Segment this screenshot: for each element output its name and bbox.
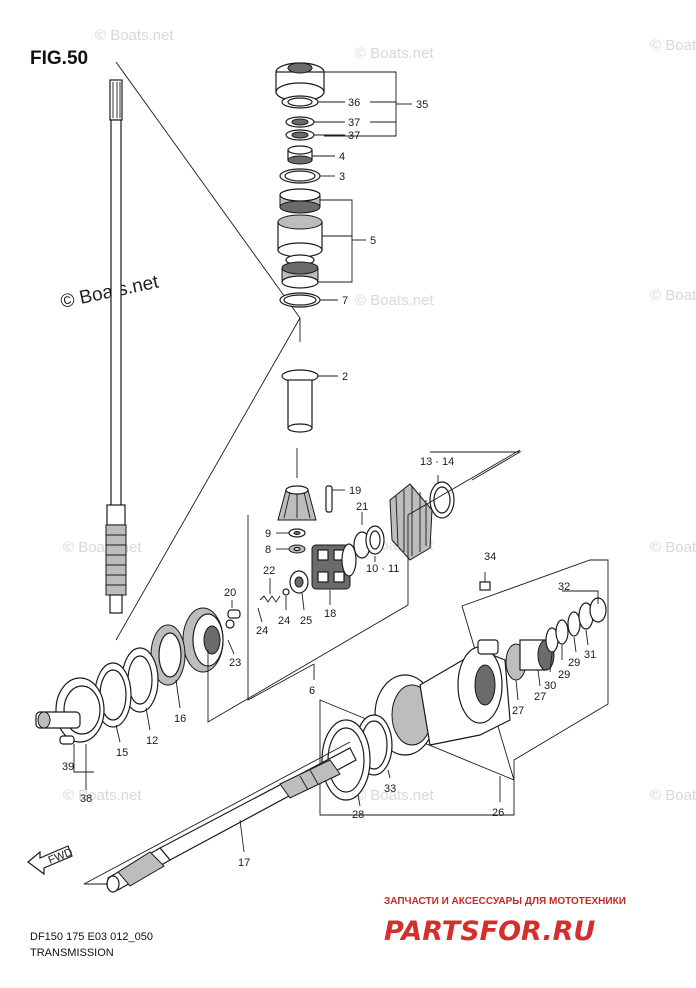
callout-19: 19 — [349, 485, 361, 497]
sleeve-2 — [281, 369, 319, 433]
seal-36 — [281, 95, 319, 109]
figure-title: FIG.50 — [30, 48, 88, 69]
shim-3 — [279, 168, 321, 184]
callout-30: 30 — [544, 680, 556, 692]
washer-9 — [288, 528, 306, 538]
callout-3: 3 — [339, 171, 345, 183]
watermark-4: © Boats.net — [355, 292, 434, 309]
watermark-11: © Boats.net — [650, 787, 696, 804]
shim-13-14 — [429, 481, 455, 519]
spring-22 — [259, 595, 281, 603]
propeller-shaft-17 — [106, 747, 357, 893]
callout-12: 12 — [146, 735, 158, 747]
nut-8 — [288, 544, 306, 554]
washer-25 — [289, 570, 309, 594]
needle-bearing-27 — [505, 639, 555, 681]
callout-26: 26 — [492, 807, 504, 819]
callout-7: 7 — [342, 295, 348, 307]
watermark-2: © Boats.net — [355, 45, 434, 62]
callout-38: 38 — [80, 793, 92, 805]
callout-37a: 37 — [348, 117, 360, 129]
callout-4: 4 — [339, 151, 345, 163]
bevel-gear — [389, 483, 433, 561]
shim-10-11 — [353, 525, 385, 559]
bolt-34 — [479, 572, 491, 591]
fwd-label: FWD — [47, 846, 75, 867]
callout-10-11: 10 · 11 — [366, 563, 399, 575]
brand-logo[interactable]: PARTSFOR.RU — [384, 916, 595, 947]
callout-2: 2 — [342, 371, 348, 383]
fwd-arrow-icon: FWD — [27, 845, 75, 876]
brand-tagline: ЗАПЧАСТИ И АКСЕССУАРЫ ДЛЯ МОТОТЕХНИКИ — [384, 896, 626, 907]
circlip-7 — [279, 292, 321, 308]
drive-shaft — [105, 79, 127, 614]
callout-23: 23 — [229, 657, 241, 669]
reverse-gear — [182, 607, 224, 673]
oil-seal-37a — [285, 116, 315, 128]
callout-39: 39 — [62, 761, 74, 773]
callout-15: 15 — [116, 747, 128, 759]
ball-24a — [282, 588, 290, 596]
callout-29b: 29 — [558, 669, 570, 681]
callout-5: 5 — [370, 235, 376, 247]
bearing-5 — [277, 188, 323, 289]
section-title: TRANSMISSION — [30, 947, 114, 959]
pinion-gear — [277, 485, 317, 521]
watermark-6: © Boats.net — [63, 539, 142, 556]
watermark-8: © Boats.net — [650, 539, 696, 556]
callout-34: 34 — [484, 551, 496, 563]
callout-24b: 24 — [256, 625, 268, 637]
callout-32: 32 — [558, 581, 570, 593]
watermark-center: © Boats.net — [59, 272, 161, 313]
callout-18: 18 — [324, 608, 336, 620]
bearing-housing-35 — [275, 62, 325, 102]
callout-24a: 24 — [278, 615, 290, 627]
callout-27a: 27 — [512, 705, 524, 717]
callout-9: 9 — [265, 528, 271, 540]
callout-25: 25 — [300, 615, 312, 627]
callout-8: 8 — [265, 544, 271, 556]
callout-36: 36 — [348, 97, 360, 109]
housing-26 — [374, 639, 511, 756]
bearing-4 — [287, 145, 313, 165]
callout-35: 35 — [416, 99, 428, 111]
callout-37b: 37 — [348, 130, 360, 142]
callout-33: 33 — [384, 783, 396, 795]
thrust-bearing-16 — [150, 624, 186, 686]
pin-20 — [225, 609, 241, 629]
callout-13-14: 13 · 14 — [420, 456, 454, 468]
seals-29-31 — [545, 597, 607, 653]
bearing-housing-39 — [35, 677, 105, 745]
callout-20: 20 — [224, 587, 236, 599]
callout-22: 22 — [263, 565, 275, 577]
callout-16: 16 — [174, 713, 186, 725]
callout-28: 28 — [352, 809, 364, 821]
callout-31: 31 — [584, 649, 596, 661]
pin-19 — [325, 485, 333, 513]
watermark-5: © Boats.net — [650, 287, 696, 304]
oil-seal-37b — [285, 129, 315, 141]
watermark-3: © Boats.net — [650, 37, 696, 54]
model-code: DF150 175 E03 012_050 — [30, 931, 153, 943]
callout-27b: 27 — [534, 691, 546, 703]
callout-6: 6 — [309, 685, 315, 697]
callout-21: 21 — [356, 501, 368, 513]
clutch-dog-18 — [311, 543, 357, 590]
watermark-1: © Boats.net — [95, 27, 174, 44]
callout-17: 17 — [238, 857, 250, 869]
watermark-9: © Boats.net — [63, 787, 142, 804]
watermark-10: © Boats.net — [355, 787, 434, 804]
callout-29a: 29 — [568, 657, 580, 669]
